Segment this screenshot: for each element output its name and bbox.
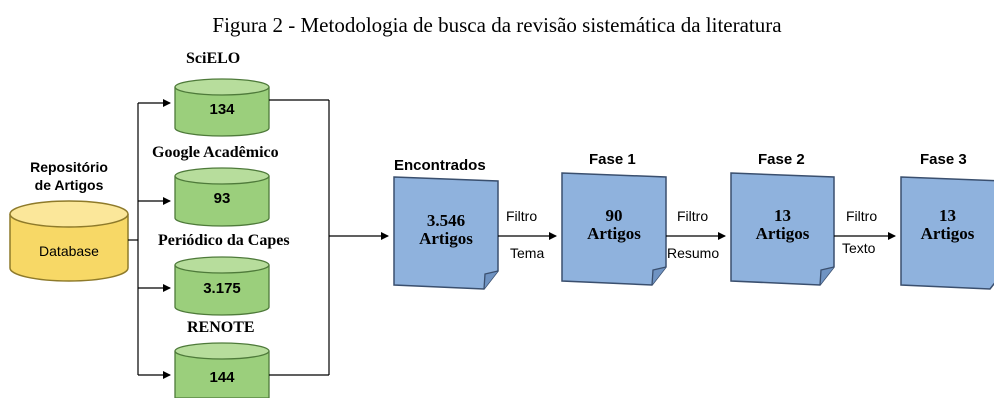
sources-merge-connectors (269, 99, 389, 376)
stage-label-fase-1: Fase 1 (589, 151, 636, 168)
source-count-scielo: 134 (209, 101, 235, 118)
source-count-periodico-capes: 3.175 (203, 280, 241, 297)
source-cylinder-renote (174, 342, 270, 398)
stage-value-fase-3: 13 (939, 206, 956, 225)
source-title-renote: RENOTE (187, 319, 255, 336)
repository-label: Repositório de Artigos (19, 158, 119, 194)
source-cylinder-google-academico (174, 167, 270, 227)
stage-document-fase-1 (561, 172, 667, 286)
stage-label-encontrados: Encontrados (394, 157, 486, 174)
filter-label-top-2: Filtro (677, 208, 709, 224)
stage-unit-fase-2: Artigos (755, 224, 810, 243)
figure-caption: Figura 2 - Metodologia de busca da revis… (212, 13, 782, 37)
stage-unit-fase-3: Artigos (920, 224, 975, 243)
stage-label-fase-3: Fase 3 (920, 151, 967, 168)
source-cylinder-scielo (174, 78, 270, 137)
source-title-google-academico: Google Acadêmico (152, 144, 279, 161)
filter-label-bottom-2: Resumo (667, 245, 720, 261)
repository-branch-connectors (128, 99, 171, 379)
filter-label-top-3: Filtro (846, 208, 878, 224)
stage-document-fase-2 (730, 172, 835, 286)
source-count-renote: 144 (209, 369, 235, 386)
stage-unit-encontrados: Artigos (419, 229, 473, 248)
repository-label-line1: Repositório (30, 159, 108, 175)
source-title-scielo: SciELO (186, 50, 241, 67)
repository-label-line2: de Artigos (34, 177, 104, 193)
source-cylinder-periodico-capes (174, 256, 270, 316)
repository-database-cylinder (9, 200, 129, 282)
filter-label-bottom-1: Tema (510, 245, 545, 261)
stage-text-fase-3: 13 Artigos (901, 207, 994, 243)
stage-label-fase-2: Fase 2 (758, 151, 805, 168)
filter-label-top-1: Filtro (506, 208, 538, 224)
stage-text-fase-2: 13 Artigos (731, 207, 834, 243)
stage-value-encontrados: 3.546 (426, 211, 466, 230)
stage-document-encontrados (393, 176, 499, 290)
stage-value-fase-2: 13 (774, 206, 791, 225)
stage-text-encontrados: 3.546 Artigos (394, 212, 498, 248)
stage-text-fase-1: 90 Artigos (562, 207, 666, 243)
source-title-periodico-capes: Periódico da Capes (158, 232, 290, 249)
source-count-google-academico: 93 (213, 190, 231, 207)
stage-unit-fase-1: Artigos (587, 224, 641, 243)
database-label: Database (39, 243, 99, 259)
stage-value-fase-1: 90 (605, 206, 623, 225)
filter-label-bottom-3: Texto (842, 240, 876, 256)
stage-document-fase-3 (900, 176, 994, 290)
